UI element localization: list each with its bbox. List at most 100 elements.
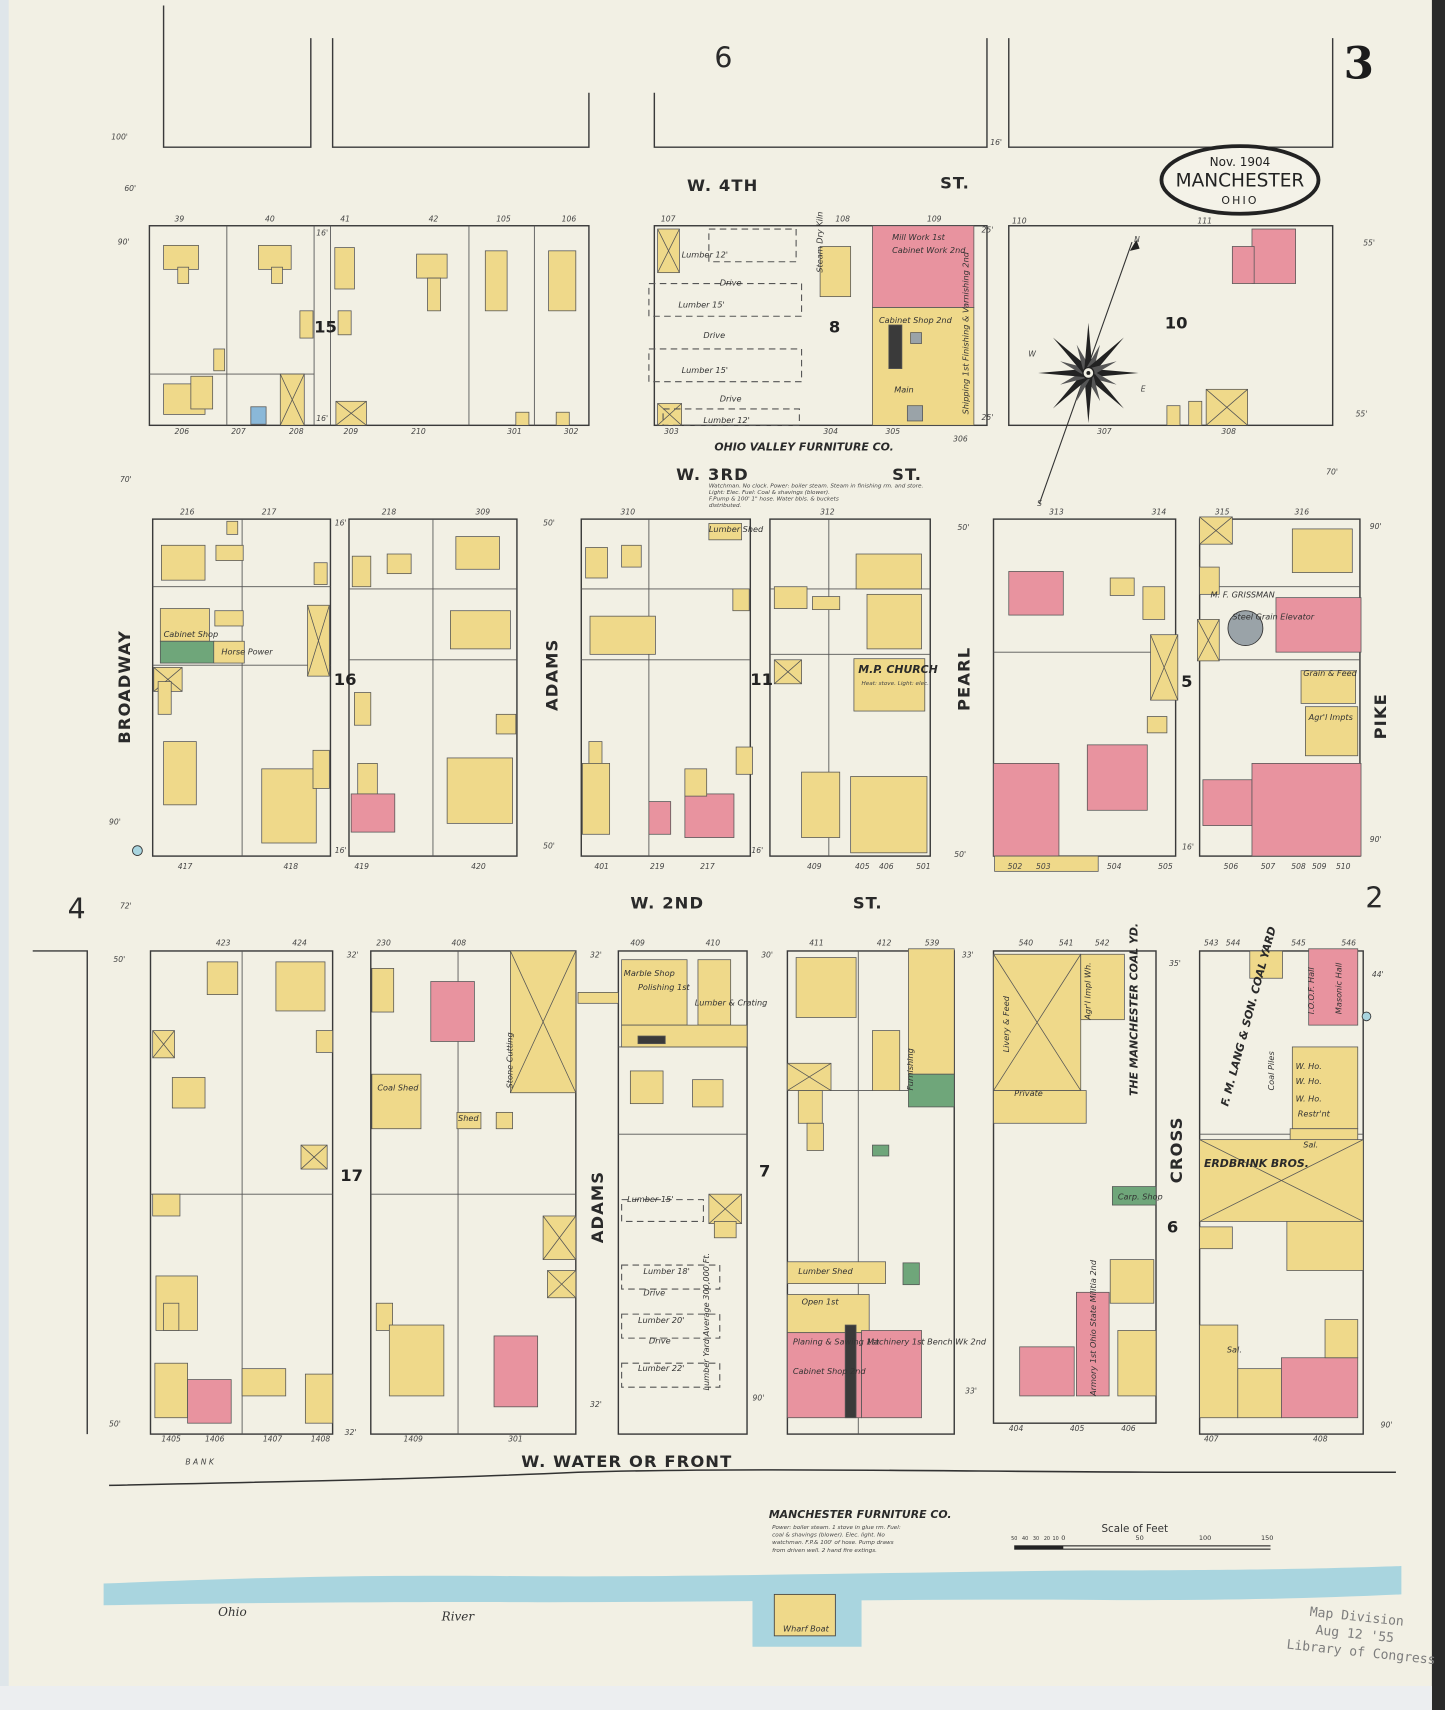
block-number: 17 bbox=[340, 1166, 363, 1185]
building bbox=[159, 640, 216, 664]
building bbox=[812, 596, 841, 611]
address-number: 418 bbox=[284, 862, 299, 871]
building bbox=[621, 544, 642, 568]
title-cartouche: Nov. 1904 MANCHESTER OHIO bbox=[1159, 144, 1321, 216]
building bbox=[171, 1077, 206, 1109]
building bbox=[258, 244, 292, 270]
shed-cross bbox=[657, 228, 680, 273]
building-label: Stone Cutting bbox=[505, 1032, 515, 1088]
building bbox=[375, 1302, 393, 1331]
building bbox=[157, 681, 172, 715]
building bbox=[213, 348, 226, 372]
building-label: Machinery 1st Bench Wk 2nd bbox=[867, 1337, 987, 1347]
address-number: 510 bbox=[1336, 862, 1351, 871]
address-number: 42 bbox=[429, 214, 439, 223]
compass-ray bbox=[1085, 369, 1124, 409]
address-number: 408 bbox=[451, 939, 466, 948]
address-number: 417 bbox=[178, 862, 193, 871]
street-w3rd: W. 3RD bbox=[676, 465, 749, 484]
building bbox=[795, 957, 857, 1018]
street-w4th: W. 4TH bbox=[687, 176, 758, 195]
building bbox=[334, 247, 355, 290]
street-w4th-st: ST. bbox=[940, 174, 970, 193]
building bbox=[732, 588, 750, 612]
building bbox=[1019, 1346, 1075, 1397]
building bbox=[152, 1193, 181, 1217]
building bbox=[1286, 1221, 1364, 1271]
address-number: 1406 bbox=[205, 1435, 225, 1444]
compass-north: N bbox=[1134, 235, 1140, 244]
sheet-number: 3 bbox=[1344, 39, 1374, 90]
cartouche-town: MANCHESTER bbox=[1176, 170, 1305, 191]
building-label: Lumber 18' bbox=[643, 1266, 689, 1276]
building bbox=[993, 1090, 1087, 1124]
address-number: 507 bbox=[1261, 862, 1276, 871]
building bbox=[177, 266, 190, 284]
buildings bbox=[152, 225, 1364, 1424]
lumber-pile bbox=[708, 228, 797, 263]
shed-cross bbox=[787, 1062, 832, 1091]
address-number: 312 bbox=[820, 508, 835, 517]
address-number: 409 bbox=[630, 939, 645, 948]
frontage-dimension: 16' bbox=[335, 519, 347, 528]
building-label: Coal Piles bbox=[1266, 1051, 1276, 1091]
building bbox=[787, 1261, 886, 1284]
building bbox=[1117, 1330, 1157, 1397]
compass-east: E bbox=[1141, 385, 1146, 394]
compass-ray bbox=[1088, 368, 1139, 378]
street-adams-south: ADAMS bbox=[588, 1171, 607, 1243]
ohio-valley-note: Light: Elec. Fuel: Coal & shavings (blow… bbox=[709, 490, 830, 496]
building bbox=[1281, 1357, 1359, 1419]
building bbox=[1076, 1291, 1110, 1397]
frontage-dimension: 50' bbox=[113, 955, 125, 964]
river-word-ohio: Ohio bbox=[218, 1605, 247, 1619]
building bbox=[215, 544, 244, 561]
building-label: Lumber 22' bbox=[638, 1363, 684, 1373]
building-label: Agr'l Impl Wh. bbox=[1083, 962, 1093, 1020]
building bbox=[637, 1035, 666, 1045]
building bbox=[350, 793, 396, 833]
compass-ray bbox=[1084, 372, 1093, 424]
building-label: Sal. bbox=[1303, 1139, 1318, 1149]
building bbox=[1202, 779, 1253, 826]
address-number: 303 bbox=[664, 427, 679, 436]
manchester-furniture-note: from driven well. 2 hand fire extings. bbox=[772, 1548, 877, 1554]
building-label: Cabinet Shop 2nd bbox=[879, 315, 953, 325]
frontage-dimension: 72' bbox=[120, 901, 132, 910]
address-number: 106 bbox=[562, 214, 577, 223]
building bbox=[1146, 716, 1168, 734]
building bbox=[861, 1330, 922, 1419]
frontage-dimension: 50' bbox=[109, 1419, 121, 1428]
address-number: 401 bbox=[594, 862, 609, 871]
shed-cross bbox=[1205, 389, 1248, 426]
scale-tick-label: 100 bbox=[1199, 1534, 1211, 1542]
scale-tick-label: 40 bbox=[1022, 1536, 1028, 1542]
building bbox=[902, 1262, 920, 1286]
building-label: Main bbox=[894, 385, 913, 395]
compass-ray bbox=[1052, 369, 1092, 409]
building bbox=[908, 948, 955, 1075]
building bbox=[313, 562, 328, 585]
frontage-dimension: 44' bbox=[1372, 970, 1384, 979]
building bbox=[163, 1302, 180, 1331]
building bbox=[855, 553, 922, 590]
building bbox=[692, 1079, 724, 1108]
building-label: Lumber Yard Average 300,000 Ft. bbox=[701, 1253, 711, 1391]
block-numbers: 15 8 10 16 11 5 17 7 6 bbox=[314, 313, 1192, 1236]
address-number: 409 bbox=[807, 862, 822, 871]
address-number: 301 bbox=[508, 1435, 523, 1444]
address-number: 543 bbox=[1204, 939, 1219, 948]
building bbox=[1199, 1324, 1239, 1419]
building bbox=[261, 768, 317, 844]
building bbox=[906, 405, 923, 422]
building bbox=[187, 1379, 232, 1424]
grain-elevator-tank bbox=[1227, 610, 1264, 647]
building-label: Drive bbox=[720, 278, 742, 288]
frontage-dimension: 25' bbox=[982, 413, 994, 422]
street-adams-north: ADAMS bbox=[542, 639, 561, 711]
building-label: Lumber 15' bbox=[678, 300, 724, 310]
address-number: 419 bbox=[354, 862, 369, 871]
building-label: Open 1st bbox=[802, 1296, 840, 1306]
shed-cross bbox=[547, 1270, 577, 1299]
building-label: Drive bbox=[643, 1288, 665, 1298]
